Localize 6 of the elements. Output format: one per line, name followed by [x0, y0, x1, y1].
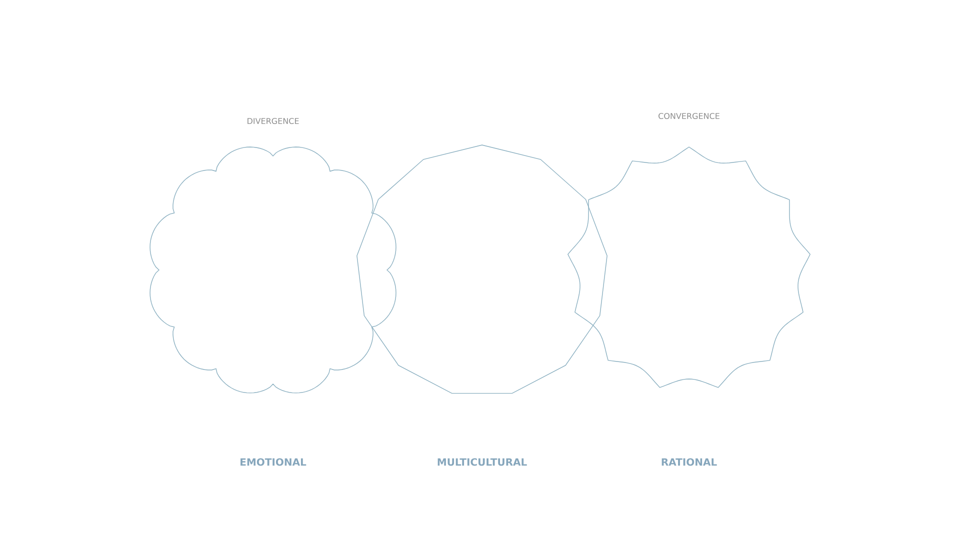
caption-text: DIVERGENCE — [248, 118, 299, 124]
shape-label: RATIONAL — [662, 458, 717, 466]
shape-label: MULTICULTURAL — [438, 458, 527, 466]
polygon-outline — [356, 144, 608, 394]
shape-label: EMOTIONAL — [240, 458, 306, 466]
caption-text: CONVERGENCE — [658, 112, 720, 119]
